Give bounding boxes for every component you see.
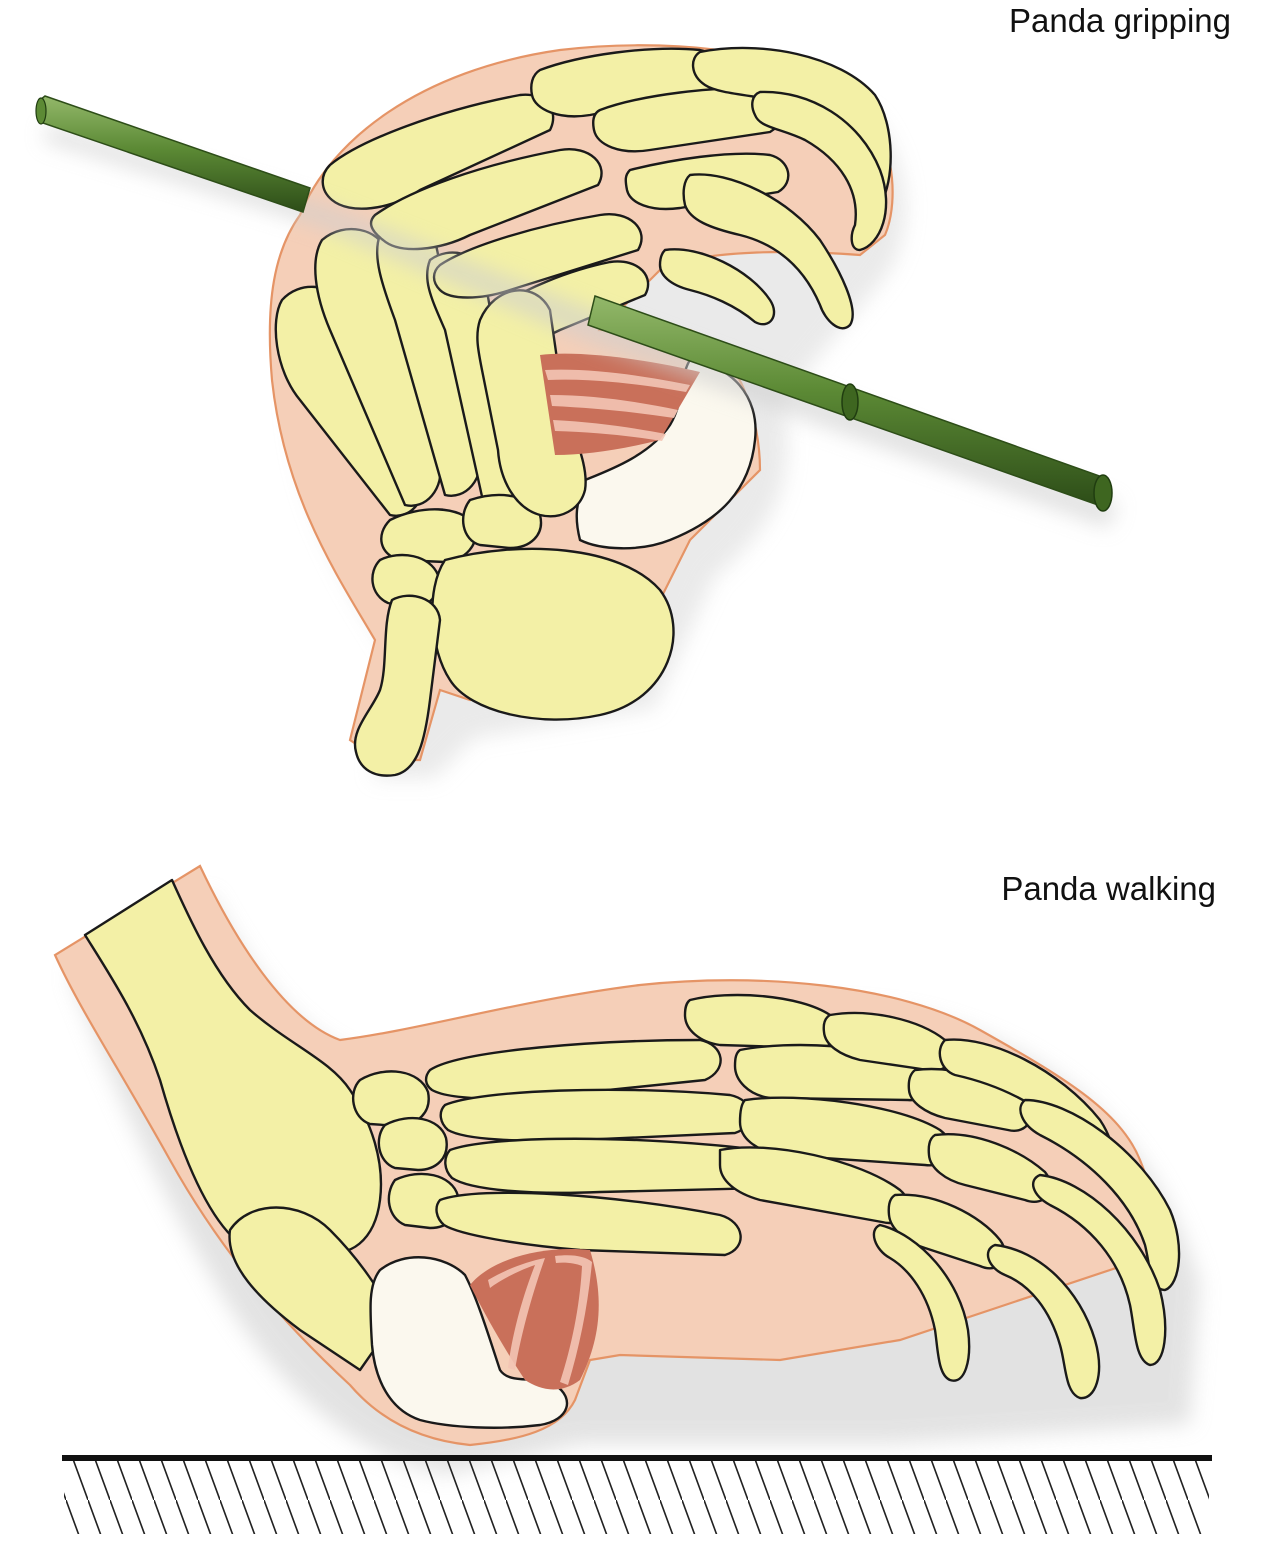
walking-claw-4 [986,1243,1101,1400]
walking-metacarpal-1 [424,1038,722,1100]
ground-hatching [64,1460,1209,1534]
walking-metacarpal-2 [439,1088,752,1142]
claw-2 [751,90,888,252]
walking-distal-3 [927,1133,1052,1203]
radius-bone [431,547,675,721]
claw-4 [658,248,776,326]
walking-paw [53,864,1200,1474]
gripping-label: Panda gripping [1008,2,1231,39]
walking-distal-4 [887,1193,1006,1270]
bamboo-node [841,383,859,421]
leg-bone [83,878,383,1254]
ulna-bone [353,594,442,777]
walking-metacarpal-4 [435,1191,742,1257]
walking-muscle [470,1249,599,1390]
bamboo-stalk [35,95,1118,528]
bamboo-end [1093,474,1113,512]
gripping-muscle [540,353,700,455]
walking-claw-5 [872,1223,971,1382]
walking-label: Panda walking [1001,870,1216,907]
carpal-1 [380,508,478,564]
walking-carpal-2 [377,1116,448,1172]
carpal-2 [461,493,543,550]
walking-carpal-1 [351,1070,430,1128]
claw-3 [682,173,854,330]
gripping-paw [268,44,906,778]
radial-sesamoid [575,358,757,550]
walking-radial-sesamoid [369,1256,569,1429]
walking-claw-3 [1031,1173,1167,1367]
ground [62,1455,1212,1534]
phalanx-1 [321,93,555,210]
